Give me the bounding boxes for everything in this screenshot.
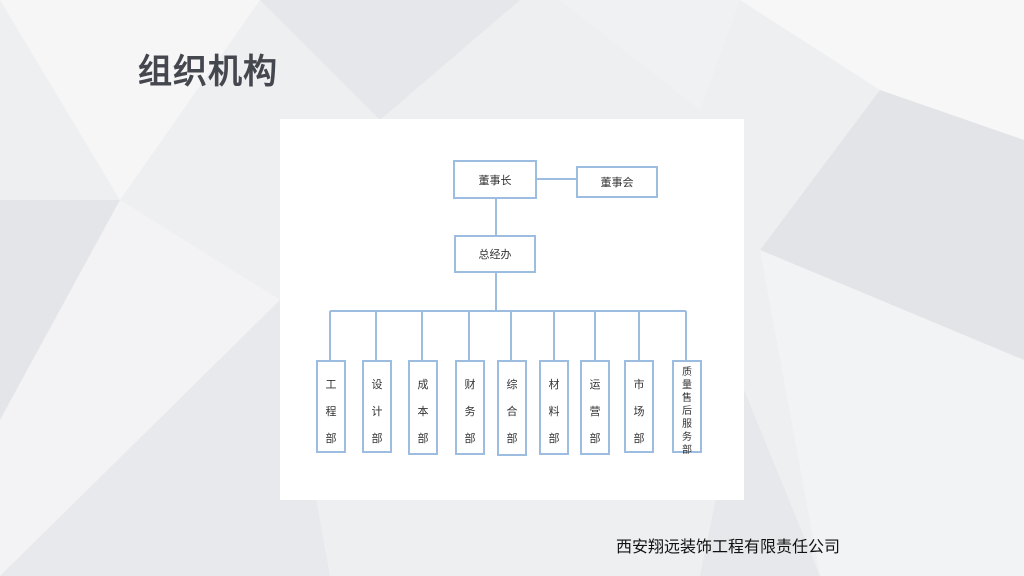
department-char: 务 bbox=[464, 405, 476, 418]
department-char: 服 bbox=[682, 419, 692, 430]
department-char: 运 bbox=[589, 378, 601, 391]
org-node-department: 市 场 部 bbox=[624, 360, 654, 453]
department-char: 场 bbox=[633, 405, 645, 418]
org-node-department: 运 营 部 bbox=[580, 360, 610, 455]
org-node-department: 工 程 部 bbox=[316, 360, 346, 453]
department-char: 部 bbox=[417, 432, 429, 445]
department-char: 营 bbox=[589, 405, 601, 418]
org-node-department: 材 料 部 bbox=[539, 360, 569, 455]
department-char: 程 bbox=[325, 405, 337, 418]
org-node-department: 设 计 部 bbox=[362, 360, 392, 453]
department-char: 部 bbox=[464, 432, 476, 445]
department-char: 合 bbox=[506, 405, 518, 418]
department-char: 设 bbox=[371, 378, 383, 391]
department-char: 材 bbox=[548, 378, 560, 391]
department-char: 部 bbox=[325, 432, 337, 445]
department-char: 务 bbox=[682, 432, 692, 443]
org-node-department: 成 本 部 bbox=[408, 360, 438, 455]
org-node-department: 财 务 部 bbox=[455, 360, 485, 455]
org-node-general-office: 总经办 bbox=[454, 235, 536, 273]
department-char: 部 bbox=[371, 432, 383, 445]
org-node-department: 综 合 部 bbox=[497, 360, 527, 456]
org-chart: 董事长 董事会 总经办 工 程 部 设 计 部 成 本 部 财 务 部 综 合 … bbox=[280, 119, 744, 500]
department-char: 工 bbox=[325, 378, 337, 391]
org-node-department: 质 量 售 后 服 务 部 bbox=[672, 360, 702, 456]
department-char: 售 bbox=[682, 393, 692, 404]
department-char: 部 bbox=[589, 432, 601, 445]
department-char: 财 bbox=[464, 378, 476, 391]
org-node-board: 董事会 bbox=[576, 166, 658, 198]
page-title: 组织机构 bbox=[138, 52, 278, 92]
department-char: 质 bbox=[682, 367, 692, 378]
department-char: 成 bbox=[417, 378, 429, 391]
department-char: 计 bbox=[371, 405, 383, 418]
department-char: 部 bbox=[633, 432, 645, 445]
department-char: 部 bbox=[682, 445, 692, 456]
company-name: 西安翔远装饰工程有限责任公司 bbox=[616, 537, 841, 556]
department-char: 市 bbox=[633, 378, 645, 391]
department-char: 量 bbox=[682, 380, 692, 391]
department-char: 料 bbox=[548, 405, 560, 418]
department-char: 部 bbox=[506, 432, 518, 445]
connector-lines bbox=[329, 178, 687, 360]
department-char: 综 bbox=[506, 378, 518, 391]
department-char: 后 bbox=[682, 406, 692, 417]
department-char: 部 bbox=[548, 432, 560, 445]
department-char: 本 bbox=[417, 405, 429, 418]
org-node-chairman: 董事长 bbox=[453, 160, 537, 199]
